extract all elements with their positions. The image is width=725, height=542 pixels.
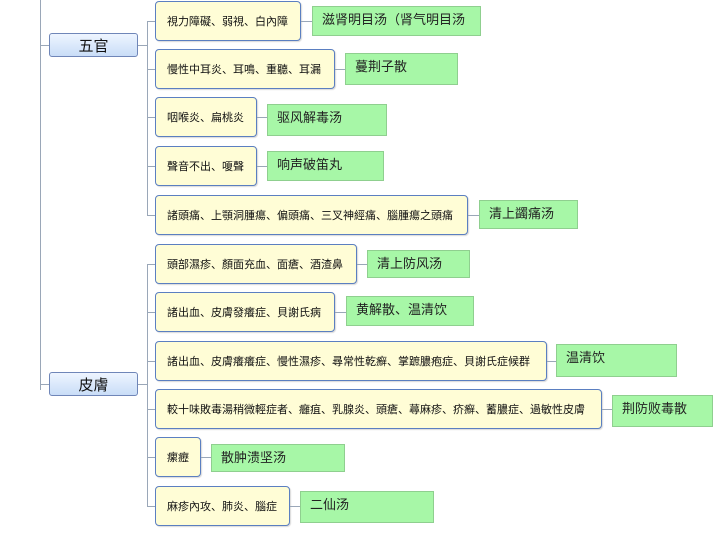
remedy-box[interactable]: 清上防风汤	[367, 250, 470, 278]
connector	[357, 264, 367, 265]
symptom-node[interactable]: 麻疹內攻、肺炎、腦症	[155, 486, 290, 526]
symptom-node[interactable]: 諸出血、皮膚癢癢症、慢性濕疹、尋常性乾癬、掌蹠膿疱症、貝謝氏症候群	[155, 341, 547, 381]
symptom-node[interactable]: 瘰癧	[155, 437, 201, 477]
connector	[335, 69, 345, 70]
connector	[138, 45, 147, 46]
connector	[147, 117, 155, 118]
remedy-box[interactable]: 散肿溃坚汤	[211, 444, 345, 472]
connector	[138, 384, 147, 385]
connector	[257, 117, 267, 118]
connector	[147, 166, 155, 167]
remedy-box[interactable]: 响声破笛丸	[267, 151, 384, 181]
connector-trunk	[40, 0, 41, 390]
remedy-box[interactable]: 驱风解毒汤	[267, 104, 387, 136]
connector	[335, 312, 346, 313]
remedy-box[interactable]: 黄解散、温清饮	[346, 296, 474, 326]
connector	[201, 457, 211, 458]
connector	[147, 312, 155, 313]
connector-branch	[147, 21, 148, 215]
connector	[147, 457, 155, 458]
connector	[468, 215, 479, 216]
symptom-node[interactable]: 較十味敗毒湯稍微輕症者、癰疽、乳腺炎、頭瘡、蕁麻疹、疥癬、蓄膿症、過敏性皮膚	[155, 389, 602, 429]
symptom-node[interactable]: 咽喉炎、扁桃炎	[155, 97, 257, 137]
connector	[290, 506, 300, 507]
remedy-box[interactable]: 二仙汤	[300, 491, 434, 523]
connector	[301, 21, 312, 22]
connector-branch	[147, 264, 148, 507]
remedy-box[interactable]: 温清饮	[556, 344, 677, 377]
category-node-wuguan[interactable]: 五官	[49, 33, 138, 57]
connector	[147, 409, 155, 410]
connector	[257, 166, 267, 167]
symptom-node[interactable]: 慢性中耳炎、耳鳴、重聽、耳漏	[155, 49, 335, 89]
connector	[40, 384, 49, 385]
connector	[147, 264, 155, 265]
symptom-node[interactable]: 聲音不出、嗄聲	[155, 146, 257, 186]
connector	[147, 506, 155, 507]
remedy-box[interactable]: 滋肾明目汤（肾气明目汤	[312, 6, 481, 36]
connector	[602, 409, 612, 410]
symptom-node[interactable]: 諸頭痛、上顎洞腫瘍、偏頭痛、三叉神經痛、腦腫瘍之頭痛	[155, 195, 468, 235]
symptom-node[interactable]: 頭部濕疹、顏面充血、面瘡、酒渣鼻	[155, 244, 357, 284]
connector	[147, 215, 155, 216]
connector	[147, 21, 155, 22]
connector	[147, 361, 155, 362]
remedy-box[interactable]: 蔓荆子散	[345, 53, 458, 85]
connector	[147, 69, 155, 70]
remedy-box[interactable]: 清上蠲痛汤	[479, 200, 578, 229]
connector	[547, 361, 556, 362]
category-node-pifu[interactable]: 皮膚	[49, 372, 138, 396]
connector	[40, 45, 49, 46]
symptom-node[interactable]: 諸出血、皮膚發癢症、貝謝氏病	[155, 292, 335, 332]
symptom-node[interactable]: 視力障礙、弱視、白內障	[155, 1, 301, 41]
remedy-box[interactable]: 荆防败毒散	[612, 395, 713, 427]
